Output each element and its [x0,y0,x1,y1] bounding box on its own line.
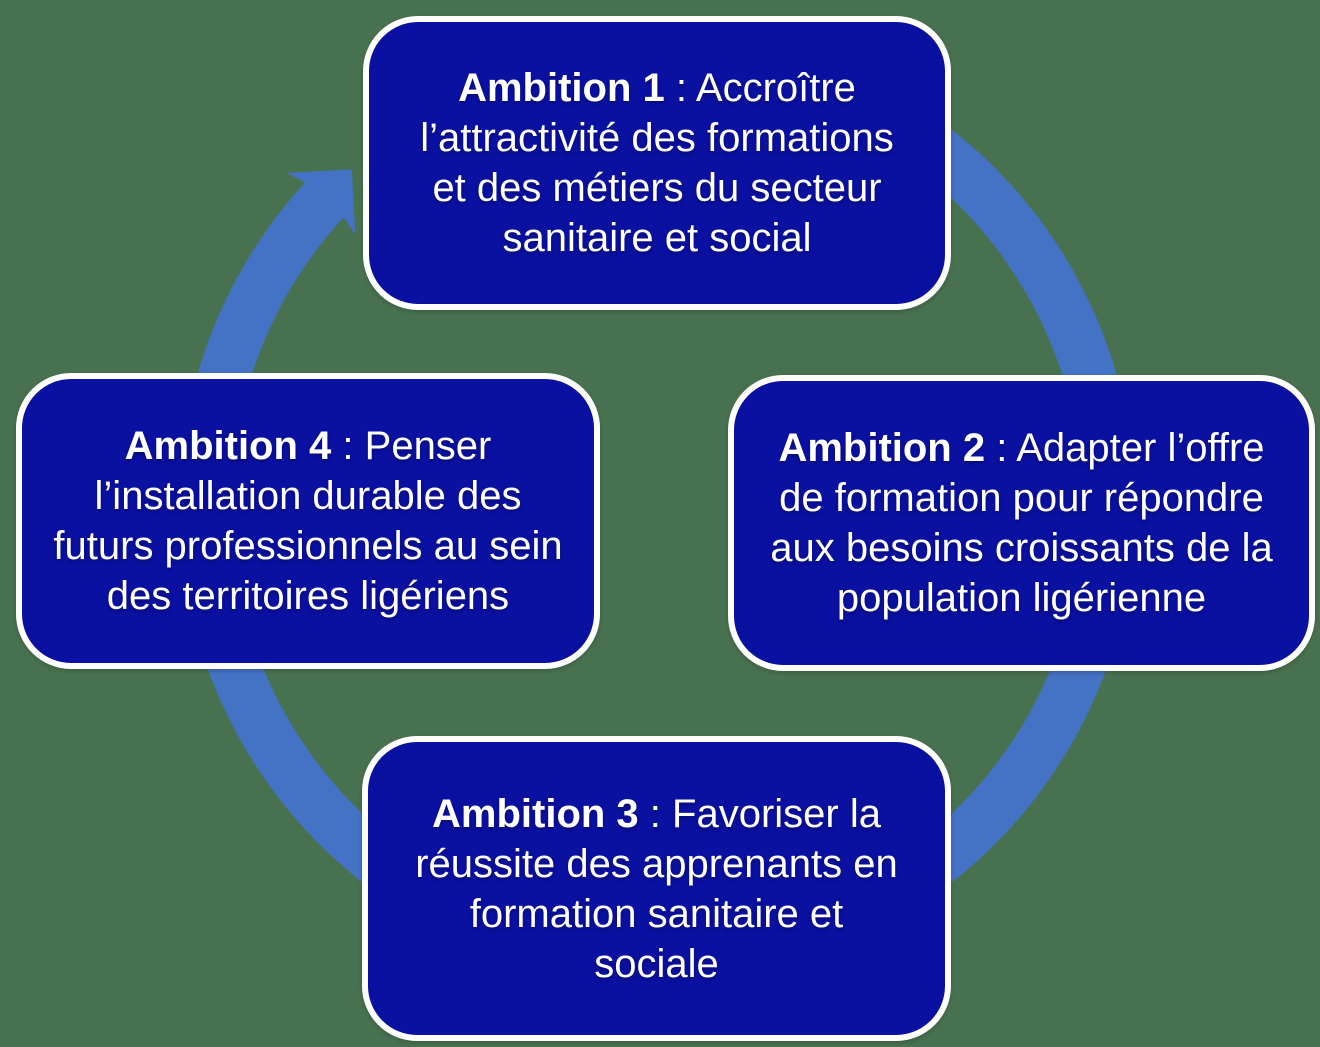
ambition-1-text: Ambition 1 : Accroître l’attractivité de… [369,63,945,263]
ambition-2-text: Ambition 2 : Adapter l’offre de formatio… [734,423,1309,623]
ambition-1-box: Ambition 1 : Accroître l’attractivité de… [363,16,951,310]
ambition-2-label: Ambition 2 [778,426,986,470]
cycle-ring-arrowhead-icon [286,169,356,235]
ambition-4-description: : Penser l’installation durable des futu… [53,424,563,618]
ambition-4-text: Ambition 4 : Penser l’installation durab… [22,421,594,621]
ambition-2-description: : Adapter l’offre de formation pour répo… [770,426,1273,620]
ambition-4-label: Ambition 4 [124,424,332,468]
ambition-3-text: Ambition 3 : Favoriser la réussite des a… [368,789,945,989]
ambition-3-box: Ambition 3 : Favoriser la réussite des a… [362,736,951,1041]
ambition-2-box: Ambition 2 : Adapter l’offre de formatio… [728,375,1315,671]
ambition-3-label: Ambition 3 [432,791,639,836]
ambition-4-box: Ambition 4 : Penser l’installation durab… [16,373,600,669]
ambition-1-label: Ambition 1 [458,66,665,110]
ambition-1-description: : Accroître l’attractivité des formation… [420,66,894,260]
ambition-3-description: : Favoriser la réussite des apprenants e… [415,791,898,986]
